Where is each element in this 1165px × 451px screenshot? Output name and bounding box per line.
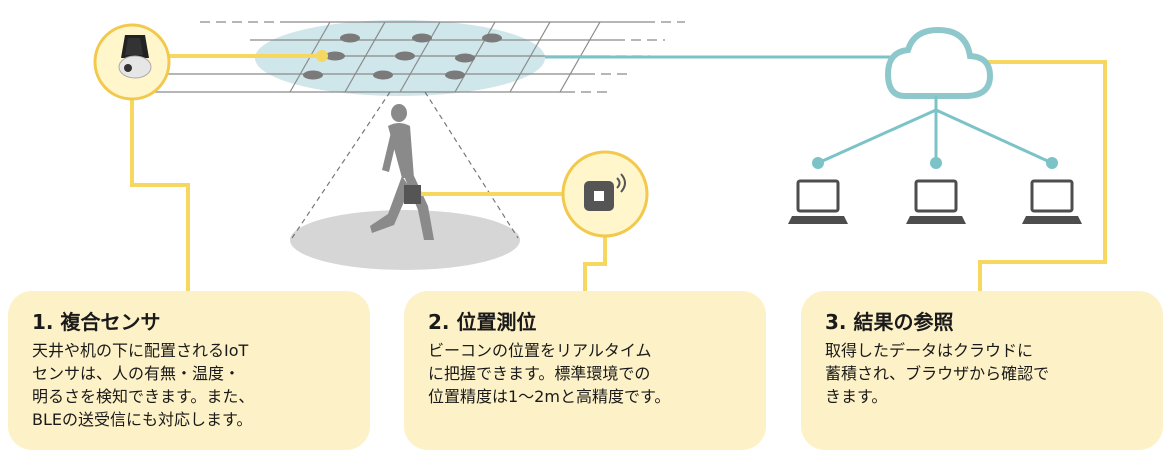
- beacon-connector-line: [583, 235, 607, 293]
- card-title: 1. 複合センサ: [32, 310, 161, 334]
- cloud-distribution-lines: [817, 96, 1053, 165]
- cloud-connector-line: [978, 60, 1107, 293]
- laptop-link-dots: [812, 157, 1058, 169]
- card-results: 3. 結果の参照 取得したデータはクラウドに 蓄積され、ブラウザから確認で きま…: [801, 291, 1163, 450]
- card-body: 天井や机の下に配置されるIoT センサは、人の有無・温度・ 明るさを検知できます…: [32, 341, 255, 429]
- beacon-icon: [561, 150, 649, 238]
- card-body: ビーコンの位置をリアルタイム に把握できます。標準環境での 位置精度は1～2mと…: [428, 341, 671, 406]
- laptop-icon: [1022, 179, 1082, 224]
- beacon-tag: [404, 185, 421, 204]
- detection-floor-area: [290, 210, 520, 270]
- card-title: 2. 位置測位: [428, 310, 537, 334]
- laptop-icon: [788, 179, 848, 224]
- sensor-link-dot: [316, 50, 328, 62]
- card-composite-sensor: 1. 複合センサ 天井や机の下に配置されるIoT センサは、人の有無・温度・ 明…: [8, 291, 370, 450]
- card-body: 取得したデータはクラウドに 蓄積され、ブラウザから確認で きます。: [825, 341, 1050, 406]
- laptop-icon: [906, 179, 966, 224]
- detection-cone-lines: [291, 91, 519, 239]
- grid-nodes: [303, 33, 502, 80]
- sensor-connector-line: [130, 80, 190, 293]
- ceiling-sensor-icon: [93, 23, 171, 101]
- card-positioning: 2. 位置測位 ビーコンの位置をリアルタイム に把握できます。標準環境での 位置…: [404, 291, 766, 450]
- card-title: 3. 結果の参照: [825, 310, 954, 334]
- cloud-icon: [884, 26, 994, 99]
